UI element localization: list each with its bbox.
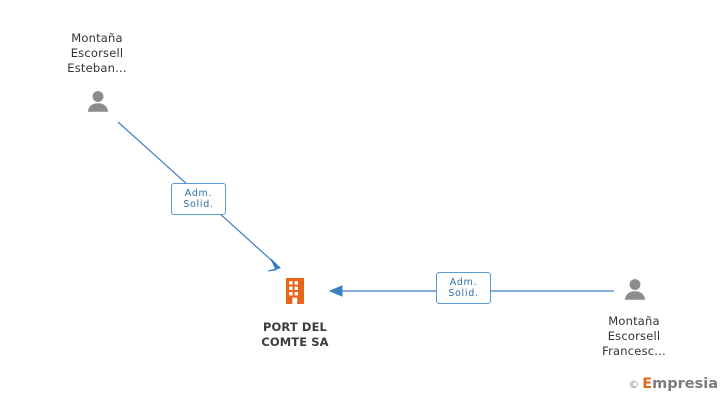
node-company-center[interactable] [283,276,307,306]
brand-rest: mpresia [652,376,718,392]
node-person-right[interactable] [620,276,650,306]
brand-name: Empresia [642,376,718,392]
edge-label-right[interactable]: Adm. Solid. [436,272,491,304]
edge-left-arrowhead [267,258,281,272]
node-person-right-label: Montaña Escorsell Francesc... [602,314,666,358]
copyright-symbol: © [628,377,640,391]
edge-right-arrowhead [328,285,343,297]
node-person-top-left-label: Montaña Escorsell Esteban... [67,31,127,75]
brand-initial: E [642,376,653,392]
person-icon [87,91,109,112]
node-company-center-label: PORT DEL COMTE SA [261,320,329,349]
node-person-top-left[interactable] [83,88,113,118]
edge-label-left[interactable]: Adm. Solid. [171,183,226,215]
person-icon [624,279,646,300]
watermark: © Empresia [628,376,718,392]
building-icon [286,278,304,304]
